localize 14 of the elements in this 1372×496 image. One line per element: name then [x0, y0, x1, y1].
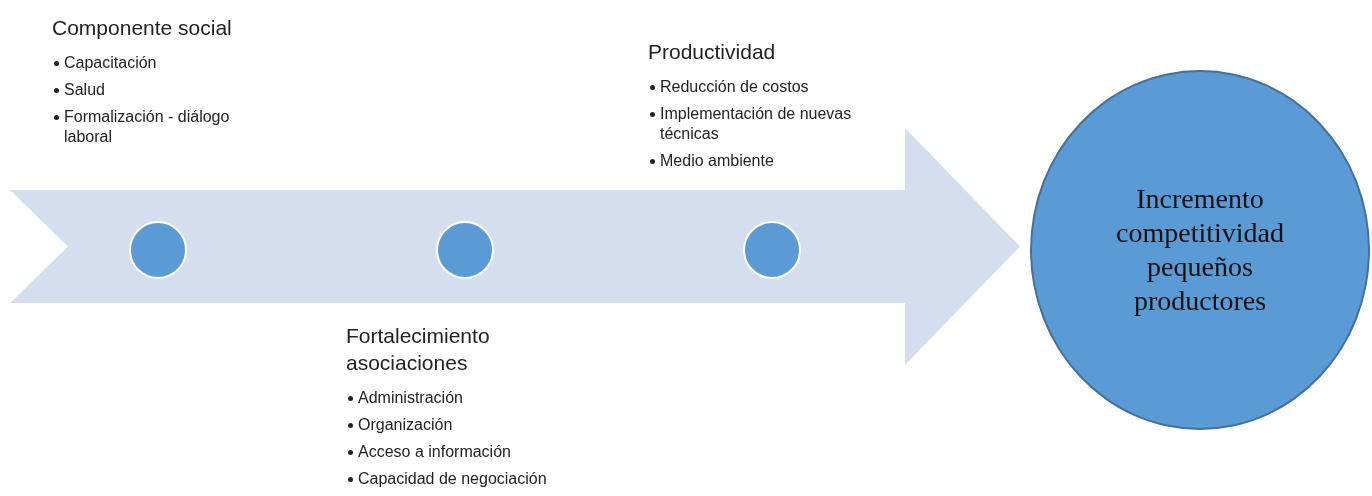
stage-heading: Productividad [648, 39, 777, 65]
bullet-text: Formalización - diálogo laboral [64, 108, 230, 145]
bullet-text: Reducción de costos [660, 78, 809, 95]
bullet-text: Salud [64, 81, 105, 98]
goal-text: Incremento competitividad pequeños productores [1115, 182, 1285, 318]
bullet-text: Implementación de nuevas técnicas [660, 105, 852, 142]
bullet-text: Capacidad de negociación [358, 470, 547, 487]
stage-heading: Fortalecimiento asociaciones [346, 323, 491, 376]
bullet-text: Acceso a información [358, 443, 511, 460]
stage-heading: Componente social [52, 15, 233, 41]
bullet-text: Administración [358, 389, 463, 406]
bullet-text: Organización [358, 416, 453, 433]
bullet-text: Capacitación [64, 54, 157, 71]
bullet-text: Medio ambiente [660, 152, 774, 169]
